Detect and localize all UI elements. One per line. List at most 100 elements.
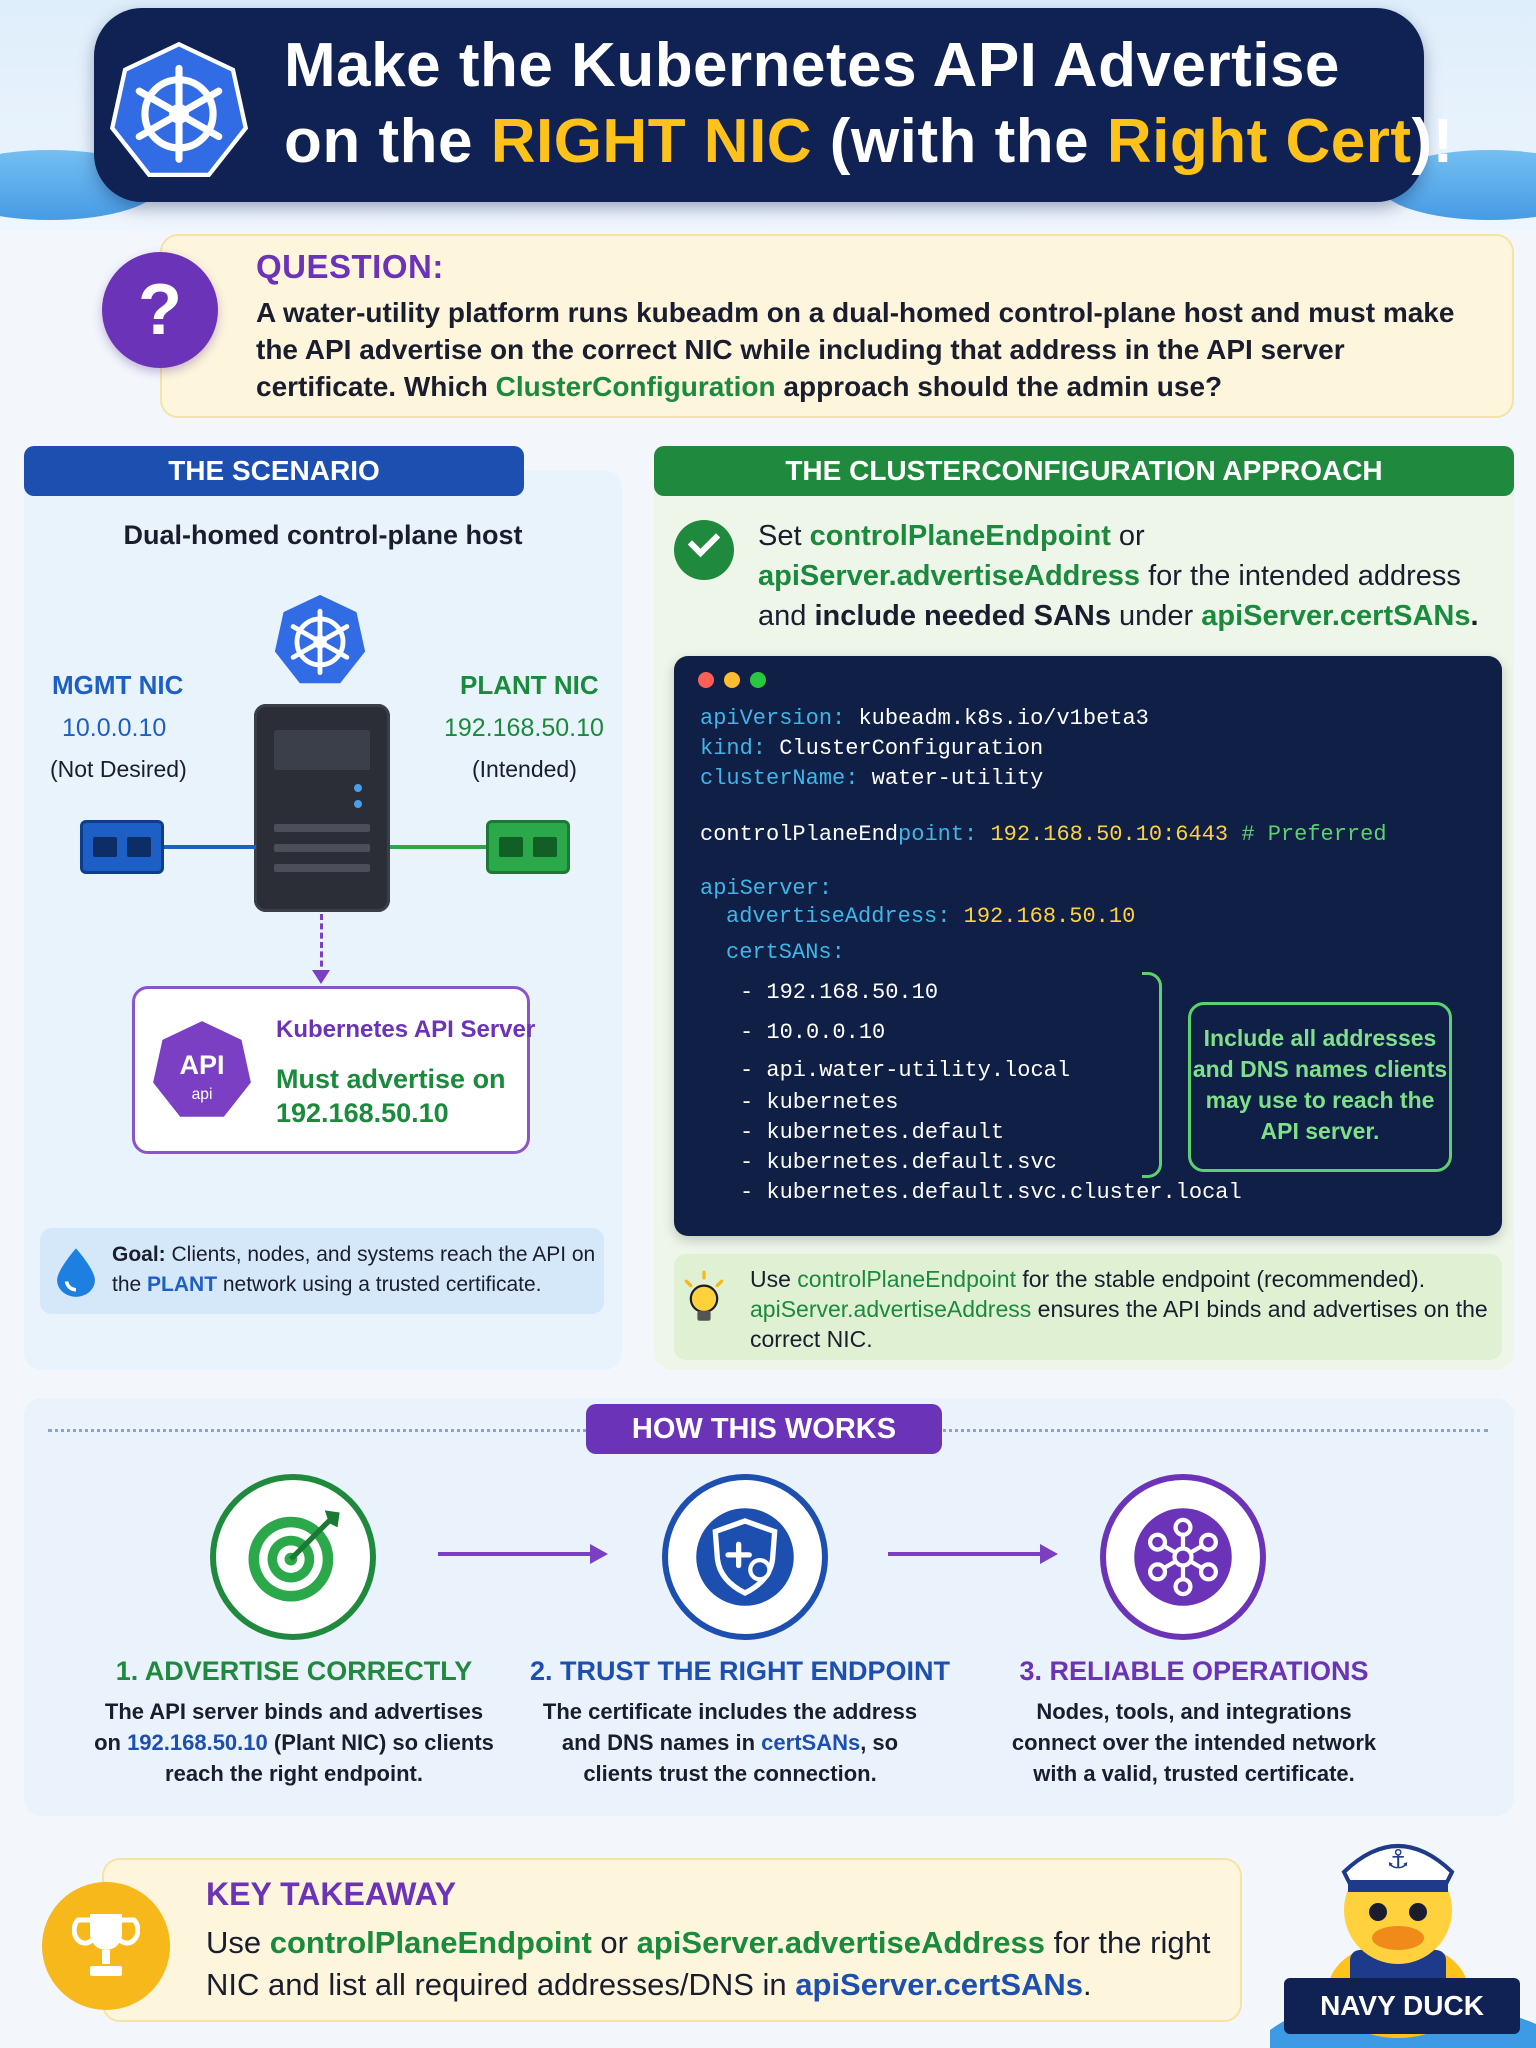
step-highlight: 192.168.50.10	[127, 1730, 268, 1755]
step-2-circle	[662, 1474, 828, 1640]
code-key: clusterName:	[700, 766, 859, 791]
window-dot-yellow	[724, 672, 740, 688]
svg-text:⚓: ⚓	[1386, 1845, 1409, 1875]
code-key: apiServer:	[700, 876, 833, 901]
takeaway-text: Use controlPlaneEndpoint or apiServer.ad…	[206, 1922, 1226, 2006]
code-san-item: - 192.168.50.10	[740, 980, 939, 1005]
code-san-item: - kubernetes	[740, 1090, 899, 1115]
desc-bold: include needed SANs	[814, 600, 1111, 632]
takeaway-part: Use	[206, 1925, 270, 1960]
desc-part: or	[1110, 520, 1145, 552]
step-3-title: 3. RELIABLE OPERATIONS	[1019, 1656, 1369, 1686]
step-1-title: 1. ADVERTISE CORRECTLY	[115, 1656, 473, 1686]
takeaway-part: or	[591, 1925, 637, 1960]
step-2-title: 2. TRUST THE RIGHT ENDPOINT	[530, 1656, 951, 1686]
step-1-text: The API server binds and advertises on 1…	[94, 1696, 494, 1789]
goal-text: Goal: Clients, nodes, and systems reach …	[112, 1240, 602, 1300]
arrow-right-icon	[1040, 1544, 1058, 1564]
scenario-subtitle: Dual-homed control-plane host	[123, 520, 523, 550]
tip-highlight: controlPlaneEndpoint	[797, 1266, 1016, 1292]
desc-highlight: controlPlaneEndpoint	[809, 520, 1111, 552]
api-server-must: Must advertise on 192.168.50.10	[276, 1064, 506, 1128]
question-text-part: A water-utility platform runs kubeadm on…	[256, 297, 1455, 402]
mgmt-connection-line	[164, 845, 256, 849]
step-arrow-2	[888, 1552, 1040, 1556]
code-san-item: - kubernetes.default.svc	[740, 1150, 1057, 1175]
code-key: advertiseAddress:	[726, 904, 951, 929]
config-description: Set controlPlaneEndpoint or apiServer.ad…	[758, 516, 1498, 636]
step-text-part: , so clients trust the connection.	[583, 1730, 899, 1786]
network-nodes-icon	[1134, 1508, 1232, 1606]
shield-cert-icon	[696, 1508, 794, 1606]
page-title-line-1: Make the Kubernetes API Advertise	[284, 31, 1340, 100]
desc-highlight: apiServer.advertiseAddress	[758, 560, 1141, 592]
api-badge-bottom: api	[192, 1086, 213, 1103]
code-key: apiVersion:	[700, 706, 846, 731]
desc-part: under	[1110, 600, 1202, 632]
step-text-part: The API server binds and advertises on	[94, 1699, 484, 1755]
takeaway-label: KEY TAKEAWAY	[206, 1876, 457, 1912]
api-badge-top: API	[179, 1050, 224, 1080]
plant-nic-ip: 192.168.50.10	[444, 714, 604, 742]
title-highlight-nic: RIGHT NIC	[490, 107, 813, 176]
code-san-item: - api.water-utility.local	[740, 1058, 1071, 1083]
tip-card	[674, 1254, 1502, 1360]
title-highlight-cert: Right Cert	[1106, 107, 1412, 176]
code-key: controlPlaneEnd	[700, 822, 899, 847]
kubernetes-helm-icon	[109, 41, 249, 178]
takeaway-part: .	[1083, 1967, 1092, 2002]
question-card	[160, 234, 1514, 418]
takeaway-highlight: apiServer.certSANs	[795, 1967, 1084, 2002]
code-block	[674, 656, 1502, 1236]
window-dot-green	[750, 672, 766, 688]
code-comment: # Preferred	[1241, 822, 1387, 847]
code-line-apiversion: apiVersion: kubeadm.k8s.io/v1beta3	[700, 706, 1149, 731]
title-text: )!	[1411, 107, 1454, 176]
page-title-line-2: on the RIGHT NIC (with the Right Cert)!	[284, 106, 1454, 177]
tip-text: Use controlPlaneEndpoint for the stable …	[750, 1264, 1490, 1354]
kubernetes-helm-icon	[274, 594, 366, 684]
target-icon	[248, 1510, 340, 1602]
mascot-banner: NAVY DUCK	[1284, 1978, 1520, 2034]
arrow-right-icon	[590, 1544, 608, 1564]
step-text-part: Nodes, tools, and integrations connect o…	[1011, 1699, 1377, 1786]
takeaway-highlight: controlPlaneEndpoint	[269, 1925, 592, 1960]
water-drop-icon	[57, 1248, 95, 1297]
scenario-header: THE SCENARIO	[24, 446, 524, 496]
code-san-item: - 10.0.0.10	[740, 1020, 886, 1045]
desc-part: .	[1470, 600, 1479, 632]
header-banner	[94, 8, 1424, 202]
goal-text-part: network using a trusted certificate.	[217, 1273, 542, 1296]
code-line-advertise: advertiseAddress: 192.168.50.10	[726, 904, 1135, 929]
code-san-item: - kubernetes.default	[740, 1120, 1005, 1145]
code-line-controlplane: controlPlaneEndpoint: 192.168.50.10:6443…	[700, 822, 1387, 847]
desc-highlight: apiServer.certSANs	[1201, 600, 1471, 632]
lightbulb-icon	[684, 1270, 724, 1321]
step-text-part: The certificate includes the address and…	[542, 1699, 918, 1755]
check-icon	[674, 520, 734, 580]
code-san-item: - kubernetes.default.svc.cluster.local	[740, 1180, 1242, 1205]
plant-nic-note: (Intended)	[472, 756, 577, 782]
code-value: kubeadm.k8s.io/v1beta3	[858, 706, 1149, 731]
step-text-part: (Plant NIC) so clients reach the right e…	[165, 1730, 494, 1786]
desc-part: Set	[758, 520, 810, 552]
tip-part: ensures the API binds and advertises on …	[750, 1296, 1488, 1352]
desc-part: for the intended address and	[758, 560, 1461, 632]
san-note: Include all addresses and DNS names clie…	[1188, 1002, 1452, 1172]
question-highlight: ClusterConfiguration	[495, 371, 776, 402]
code-line-apiserver: apiServer:	[700, 876, 832, 901]
question-label: QUESTION:	[256, 248, 444, 285]
tip-highlight: apiServer.advertiseAddress	[750, 1296, 1032, 1322]
code-line-kind: kind: ClusterConfiguration	[700, 736, 1043, 761]
code-key: certSANs:	[726, 940, 845, 965]
how-it-works-header: HOW THIS WORKS	[586, 1404, 942, 1454]
api-server-title: Kubernetes API Server	[276, 1016, 536, 1043]
nic-card-icon	[486, 820, 570, 874]
api-badge-icon: API api	[153, 1021, 251, 1117]
tip-part: Use	[750, 1266, 798, 1292]
step-arrow-1	[438, 1552, 590, 1556]
mgmt-nic-note: (Not Desired)	[50, 756, 187, 782]
code-value: 192.168.50.10	[963, 904, 1136, 929]
arrow-down-icon	[312, 970, 330, 984]
goal-highlight: PLANT	[147, 1273, 218, 1296]
